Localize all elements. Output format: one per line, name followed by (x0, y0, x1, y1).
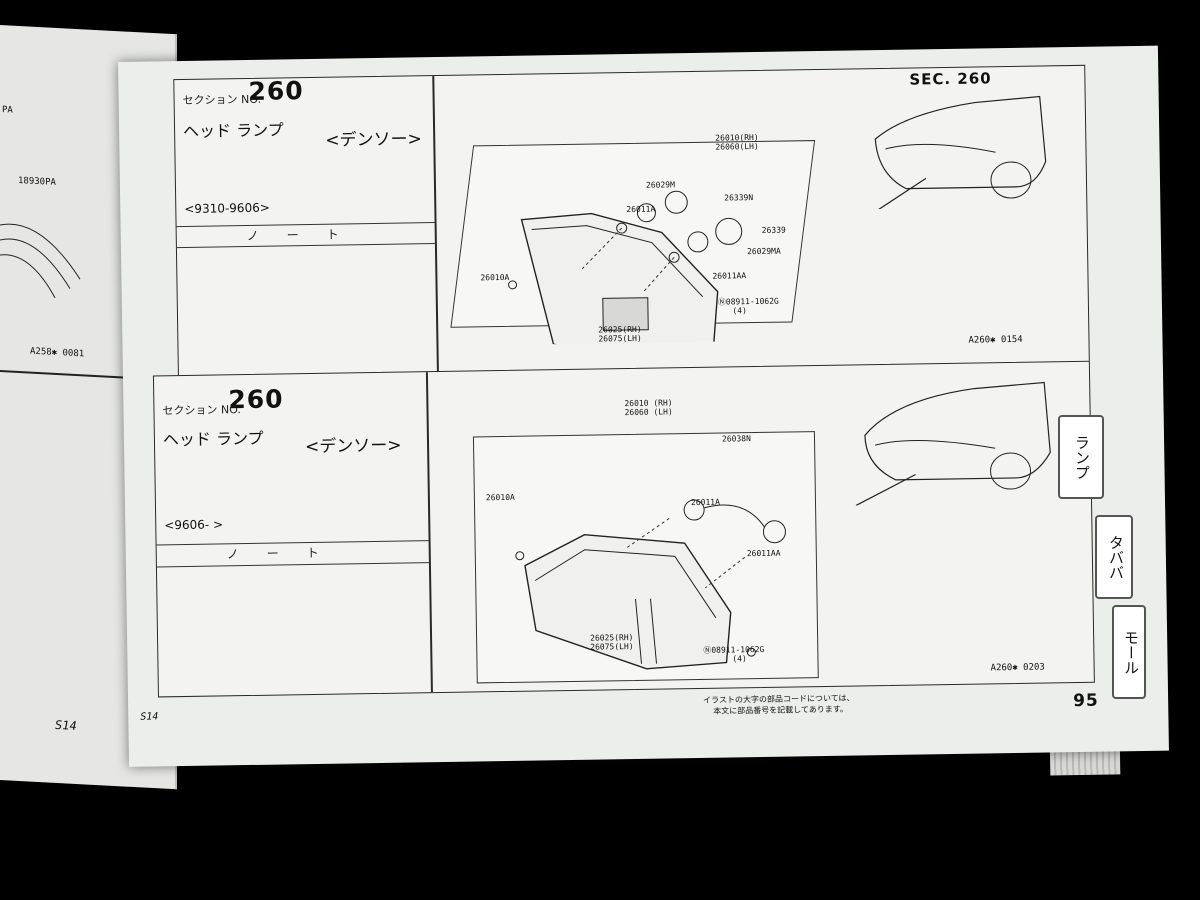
left-page: PA 18930PA A258✱ 0081 S14 (0, 25, 177, 790)
top-part-26339: 26339 (761, 225, 786, 235)
top-section-panel: セクション NO. 260 ヘッド ランプ <デンソー> <9310-9606>… (173, 64, 1090, 380)
top-part-26010a: 26010A (480, 272, 510, 283)
bottom-section-range: <9606- > (164, 517, 224, 533)
top-figure-id: A260✱ 0154 (968, 334, 1023, 346)
bottom-part-26038n: 26038N (721, 434, 751, 444)
top-note-rule-2 (176, 243, 435, 249)
top-section-number: 260 (248, 76, 304, 106)
index-tab-tabaco[interactable]: タババ (1095, 515, 1133, 599)
bottom-section-note: ノート (226, 545, 347, 562)
bottom-note-rule-2 (156, 562, 429, 568)
top-part-26339n: 26339N (724, 193, 754, 203)
bottom-car-outline (855, 381, 1051, 506)
bottom-section-number: 260 (228, 384, 284, 415)
top-section-range: <9310-9606> (184, 200, 270, 216)
top-part-08911: Ⓝ08911-1062G (4) (717, 296, 779, 316)
top-part-26011a: 26011A (626, 204, 656, 215)
right-page: ｴﾈﾈｰｼｮﾝ ﾗﾝﾌﾟ ｴﾈﾈｰｼｮﾝ ﾗﾝﾌﾟ セクション NO. 260 … (118, 45, 1169, 767)
top-car-outline (871, 95, 1047, 210)
left-diagram-lines (0, 223, 81, 299)
top-headlamp-drawing (508, 190, 743, 346)
index-tab-mall[interactable]: モール (1112, 605, 1146, 699)
bottom-section-panel: セクション NO. 260 ヘッド ランプ <デンソー> <9606- > ノー… (152, 360, 1095, 698)
top-part-26029ma: 26029MA (746, 246, 781, 257)
bottom-part-26011a: 26011A (690, 497, 720, 508)
left-label-pa: PA (2, 105, 13, 116)
bottom-section-title: ヘッド ランプ (162, 428, 264, 450)
page-number: 95 (1072, 690, 1099, 712)
top-section-note: ノート (246, 227, 367, 243)
top-part-26011aa: 26011AA (712, 271, 747, 281)
left-page-footer: S14 (55, 717, 77, 734)
bottom-part-08911: Ⓝ08911-1062G (4) (703, 644, 765, 664)
bottom-part-26011aa: 26011AA (746, 548, 781, 559)
top-section-divider (432, 76, 439, 375)
bottom-part-26010: 26010 (RH) 26060 (LH) (624, 398, 673, 418)
top-part-26029m: 26029M (645, 180, 675, 190)
bottom-section-maker: <デンソー> (304, 435, 402, 458)
bottom-part-26025: 26025(RH) 26075(LH) (590, 632, 634, 652)
bottom-section-divider (425, 372, 433, 693)
sec-header: SEC. 260 (909, 69, 992, 89)
bottom-headlamp-drawing (515, 499, 786, 670)
top-section-title: ヘッド ランプ (182, 120, 284, 141)
bottom-part-26010a: 26010A (485, 492, 515, 503)
bottom-figure-id: A260✱ 0203 (990, 662, 1045, 674)
footer-note-line2: 本文に部品番号を記載してあります。 (713, 704, 849, 716)
footer-left: S14 (140, 711, 159, 723)
index-tab-lamp[interactable]: ランプ (1058, 415, 1104, 499)
top-part-26010: 26010(RH) 26060(LH) (715, 132, 759, 152)
top-section-maker: <デンソー> (325, 129, 422, 151)
left-figure-id: A258✱ 0081 (30, 346, 85, 360)
top-part-26025: 26025(RH) 26075(LH) (598, 324, 642, 344)
